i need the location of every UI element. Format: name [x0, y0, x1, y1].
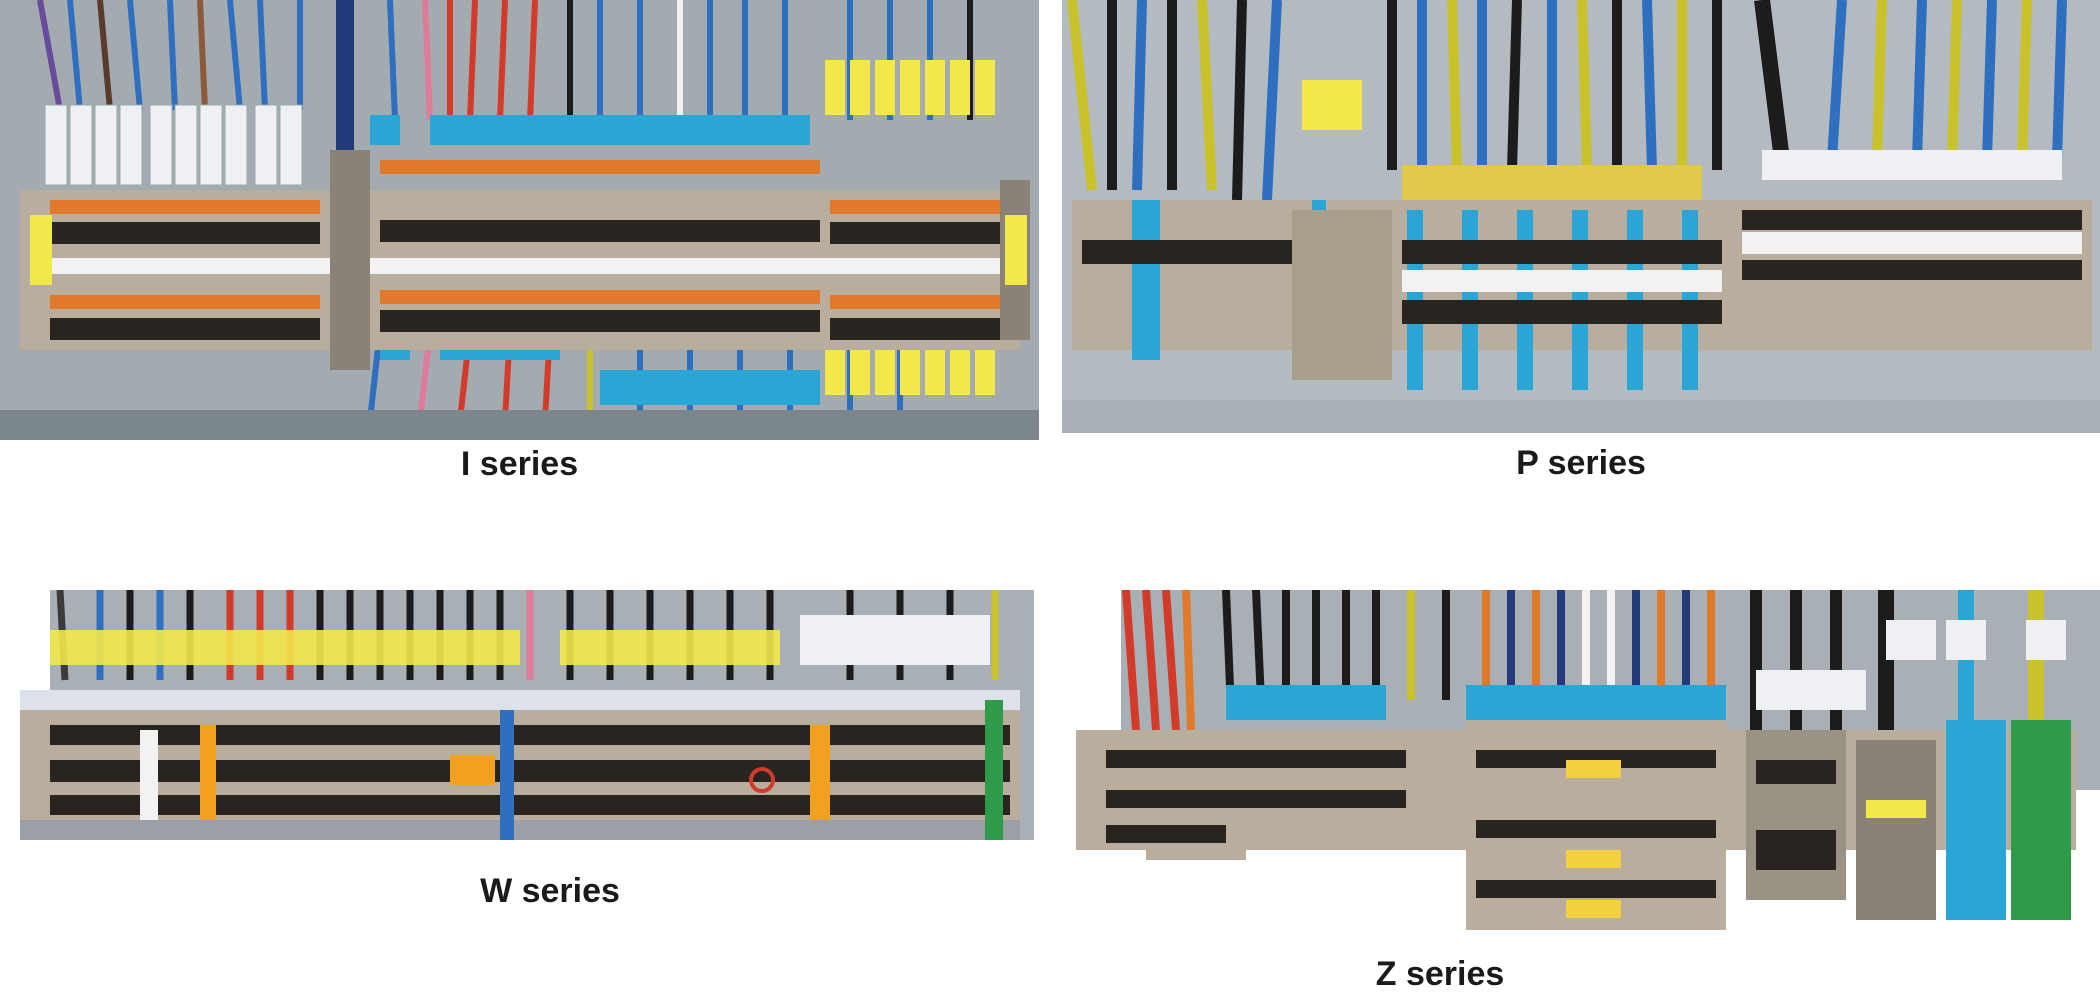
- white-markers: [1756, 620, 2066, 710]
- warning-marker: [810, 725, 830, 820]
- label-strip: [30, 258, 1010, 274]
- warning-marker: [1566, 850, 1621, 868]
- cyan-clips: [1466, 685, 1726, 720]
- w-series-photo: [0, 590, 1034, 860]
- caption-i-series: I series: [460, 445, 579, 483]
- din-rail: [0, 410, 1039, 440]
- white-markers: [800, 615, 990, 665]
- caption-z-series: Z series: [1375, 955, 1505, 993]
- warning-marker: [1566, 900, 1621, 918]
- terminal-holes: [1082, 210, 2082, 324]
- z-series-photo: [1066, 590, 2100, 958]
- p-series-photo: [1062, 0, 2100, 433]
- yellow-markers: [50, 630, 780, 665]
- yellow-marker: [1302, 80, 1362, 130]
- marker-strip: [44, 104, 303, 186]
- cyan-clips: [1226, 685, 1386, 720]
- caption-p-series: P series: [1516, 444, 1646, 482]
- wire-bundle: [1067, 0, 2067, 201]
- red-indicator: [749, 767, 775, 793]
- i-series-photo: [0, 0, 1039, 440]
- terminal-slots: [50, 160, 1000, 309]
- pe-terminal: [1946, 720, 2006, 920]
- white-markers: [1762, 150, 2062, 180]
- module-block: [1292, 210, 1392, 380]
- pe-terminal: [2011, 720, 2071, 920]
- caption-w-series: W series: [480, 872, 620, 910]
- label-strip: [1742, 232, 2082, 254]
- terminal-holes: [50, 220, 1000, 340]
- yellow-markers: [825, 60, 995, 395]
- terminal-holes: [1106, 750, 1836, 898]
- terminal-holes: [50, 725, 1010, 815]
- end-bracket: [330, 150, 370, 370]
- warning-marker: [1566, 760, 1621, 778]
- wire-bundle: [1122, 590, 2044, 731]
- label-strip: [20, 690, 1020, 710]
- warning-marker: [200, 725, 216, 820]
